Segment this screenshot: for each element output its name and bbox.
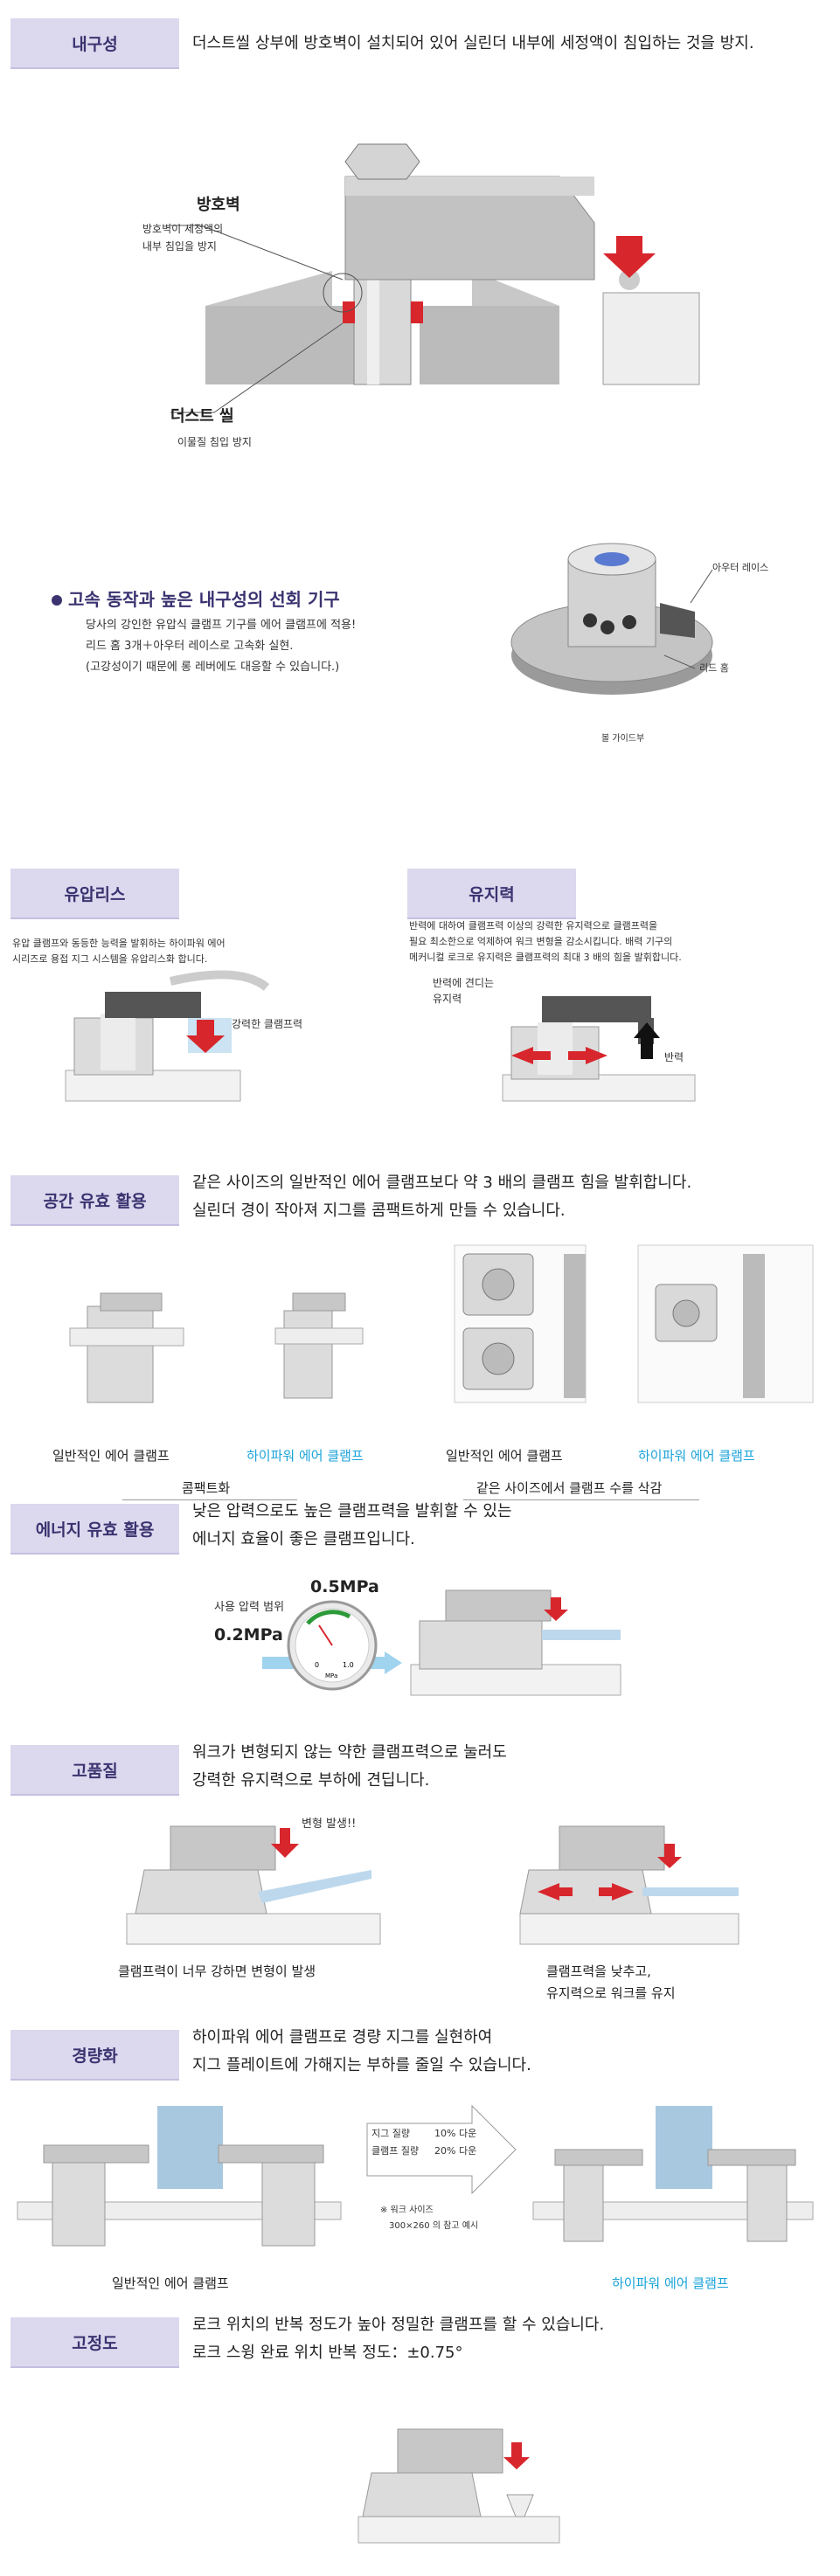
light-line-1: 하이파워 에어 클램프로 경량 지그를 실현하여 [192,2028,493,2046]
gauge-max: 1.0 [343,1661,354,1669]
quality-line-1: 워크가 변형되지 않는 약한 클램프력으로 눌러도 [192,1743,507,1762]
light-arrow-2b: 20% 다운 [434,2145,477,2157]
hydraulic-label: 강력한 클램프력 [232,1018,303,1030]
mechanism-title: 고속 동작과 높은 내구성의 선회 기구 [68,589,340,610]
energy-range-label: 사용 압력 범위 [214,1601,285,1614]
quality-cap-2b: 유지력으로 워크를 유지 [546,1985,676,2001]
wall-title: 방호벽 [197,196,240,214]
space-group-2-line [463,1499,699,1500]
precision-line-1: 로크 위치의 반복 정도가 높아 정밀한 클램프를 할 수 있습니다. [192,2316,605,2334]
label-lead-groove: 리드 홈 [699,662,729,674]
ball-guide-diagram [510,543,713,695]
space-group-1-line [122,1499,297,1500]
hydraulic-line-2: 시리즈로 용접 지그 시스템을 유압리스화 합니다. [12,953,208,965]
light-note-1: ※ 워크 사이즈 [380,2206,434,2215]
space-cap-4: 하이파워 에어 클램프 [638,1448,755,1464]
tag-precision: 고정도 [10,2317,179,2368]
pressure-gauge-icon: 0 1.0 MPa [262,1600,402,1691]
light-arrow-1a: 지그 질량 [371,2128,410,2139]
durability-text: 더스트씰 상부에 방호벽이 설치되어 있어 실린더 내부에 세정액이 침입하는 … [192,34,754,52]
light-arrow-icon [366,2104,517,2195]
space-line-1: 같은 사이즈의 일반적인 에어 클램프보다 약 3 배의 클램프 힘을 발휘합니… [192,1174,692,1192]
light-diagram-right [532,2106,814,2242]
quality-diagram-right [519,1825,739,1945]
space-cap-3: 일반적인 에어 클램프 [446,1448,563,1464]
holding-line-1: 반력에 대하여 클램프력 이상의 강력한 유지력으로 클램프력을 [409,920,658,931]
energy-low: 0.2MPa [214,1625,283,1645]
space-cap-1: 일반적인 에어 클램프 [52,1448,170,1464]
label-outer-race: 아우터 레이스 [712,562,769,573]
light-note-2: 300×260 의 참고 예시 [389,2221,479,2231]
tag-durability: 내구성 [10,18,179,69]
tag-quality: 고품질 [10,1745,179,1796]
holding-line-2: 필요 최소한으로 억제하여 워크 변형을 감소시킵니다. 배력 기구의 [409,936,673,947]
holding-diagram [502,996,696,1102]
tag-lightweight: 경량화 [10,2030,179,2081]
holding-line-3: 메커니컬 로크로 유지력은 클램프력의 최대 3 배의 힘을 발휘합니다. [409,952,682,963]
light-cap-2: 하이파워 에어 클램프 [612,2275,729,2291]
space-cap-2: 하이파워 에어 클램프 [246,1448,364,1464]
seal-title: 더스트 씰 [170,407,234,426]
quality-diagram-left [126,1825,381,1945]
precision-diagram [358,2428,560,2544]
seal-desc: 이물질 침입 방지 [177,436,252,448]
hydraulic-diagram [65,970,270,1102]
wall-desc-2: 내부 침입을 방지 [142,240,217,253]
holding-label-2: 유지력 [433,993,462,1005]
mechanism-line-2: 리드 홈 3개＋아우터 레이스로 고속화 실현. [86,640,294,653]
leader-lines-durability [170,225,344,413]
energy-high: 0.5MPa [310,1577,379,1596]
precision-line-2: 로크 스윙 완료 위치 반복 정도：±0.75° [192,2344,463,2362]
light-cap-1: 일반적인 에어 클램프 [112,2275,229,2291]
tag-hydraulic-less: 유압리스 [10,869,179,919]
energy-line-2: 에너지 효율이 좋은 클램프입니다. [192,1530,415,1548]
space-diagram-left [69,1292,364,1403]
light-arrow-1b: 10% 다운 [434,2128,477,2139]
gauge-min: 0 [315,1661,319,1669]
mechanism-line-1: 당사의 강인한 유압식 클램프 기구를 에어 클램프에 적용! [86,619,357,632]
tag-energy: 에너지 유효 활용 [10,1504,179,1555]
tag-holding: 유지력 [407,869,576,919]
label-ball-guide: 볼 가이드부 [601,734,645,744]
space-group-2: 같은 사이즈에서 클램프 수를 삭감 [476,1480,663,1496]
quality-deform: 변형 발생!! [302,1818,357,1831]
mechanism-line-3: (고강성이기 때문에 롱 레버에도 대응할 수 있습니다.) [86,661,340,674]
quality-cap-1: 클램프력이 너무 강하면 변형이 발생 [118,1963,316,1979]
quality-cap-2a: 클램프력을 낮추고, [546,1963,651,1979]
energy-clamp-diagram [410,1589,621,1696]
light-line-2: 지그 플레이트에 가해지는 부하를 줄일 수 있습니다. [192,2056,531,2074]
quality-line-2: 강력한 유지력으로 부하에 견딥니다. [192,1771,430,1790]
gauge-unit: MPa [325,1672,337,1679]
durability-diagram [205,143,700,385]
holding-label-1: 반력에 견디는 [433,977,495,989]
space-diagram-right [454,1244,814,1403]
wall-desc-1: 방호벽이 세정액의 [142,223,224,235]
hydraulic-line-1: 유압 클램프와 동등한 능력을 발휘하는 하이파워 에어 [12,938,226,949]
bullet-icon [52,595,62,606]
light-arrow-2a: 클램프 질량 [371,2145,420,2157]
space-line-2: 실린더 경이 작아져 지그를 콤팩트하게 만들 수 있습니다. [192,1201,566,1220]
energy-line-1: 낮은 압력으로도 높은 클램프력을 발휘할 수 있는 [192,1502,512,1520]
holding-label-3: 반력 [664,1051,684,1063]
tag-space: 공간 유효 활용 [10,1175,179,1226]
space-group-1: 콤팩트화 [182,1480,231,1496]
light-diagram-left [17,2106,342,2247]
